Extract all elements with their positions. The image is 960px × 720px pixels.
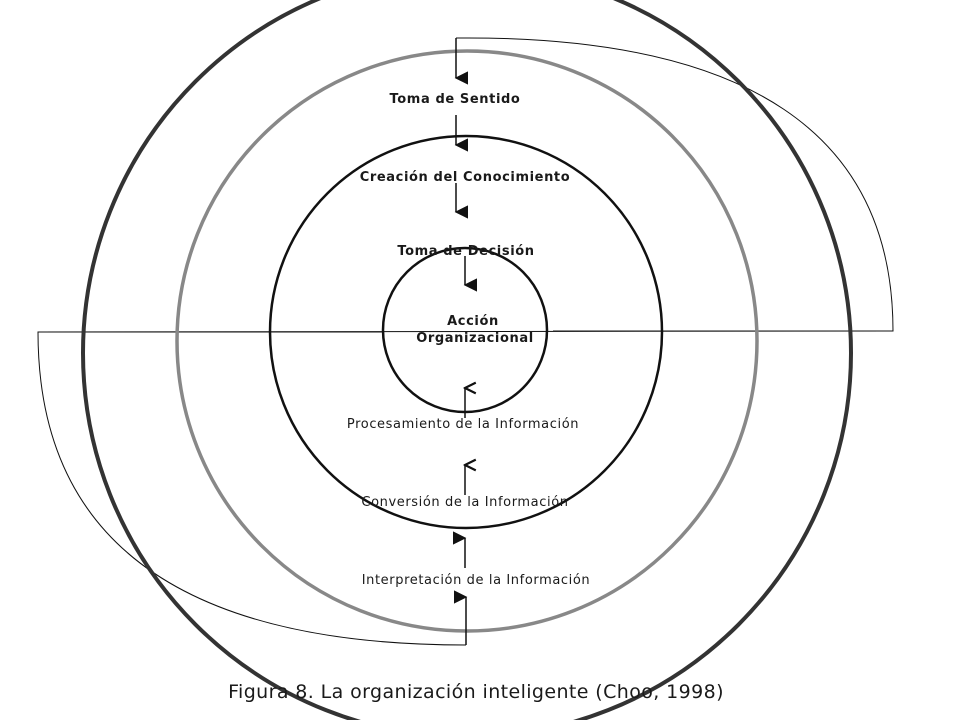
label-accion-line2: Organizacional: [416, 331, 534, 346]
label-creacion-conocimiento: Creación del Conocimiento: [360, 170, 571, 185]
middle-ring: [175, 49, 759, 633]
label-toma-decision: Toma de Decisión: [397, 244, 534, 259]
horizontal-axis-line: [37, 330, 894, 333]
top-right-feedback-bracket: [455, 37, 894, 332]
figure-caption: Figura 8. La organización inteligente (C…: [228, 681, 724, 703]
inner-ring: [268, 134, 664, 530]
bottom-left-feedback-bracket: [37, 331, 467, 646]
label-toma-sentido: Toma de Sentido: [390, 92, 521, 107]
outer-ring: [81, 0, 853, 720]
label-conversion: Conversión de la Información: [361, 495, 568, 510]
label-interpretacion: Interpretación de la Información: [362, 573, 591, 588]
label-procesamiento: Procesamiento de la Información: [347, 417, 579, 432]
label-accion-line1: Acción: [447, 314, 499, 329]
